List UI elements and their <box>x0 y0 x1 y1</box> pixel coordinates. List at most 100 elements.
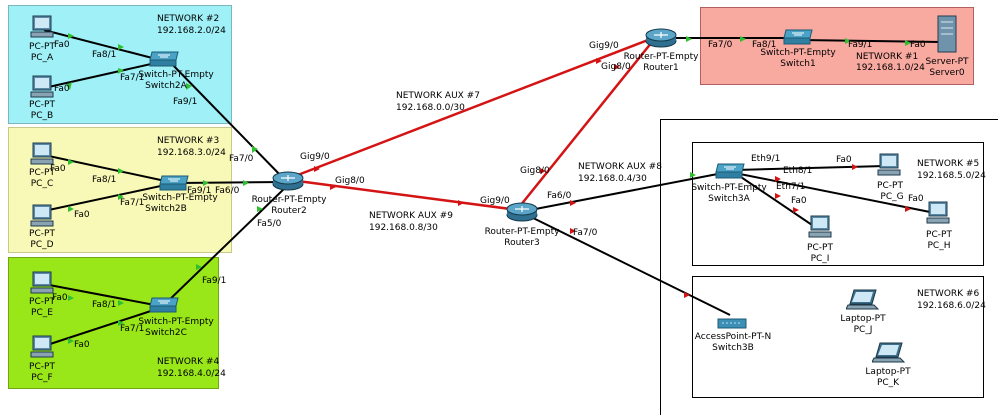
port-pc-g-fa0: Fa0 <box>836 155 852 165</box>
port-pc-e-fa0: Fa0 <box>52 293 68 303</box>
router-3-name: Router3 <box>504 238 540 248</box>
link-sw2c-r2 <box>163 185 288 306</box>
port-pc-f-fa0: Fa0 <box>74 340 90 350</box>
switch-2b-type: Switch-PT-Empty <box>142 193 218 203</box>
access-point-name: Switch3B <box>712 343 754 353</box>
network-3-subnet: 192.168.3.0/24 <box>157 148 226 158</box>
serial-r2-r1 <box>289 38 649 180</box>
network-1-label: NETWORK #1 <box>856 52 919 62</box>
network-6-label: NETWORK #6 <box>917 289 980 299</box>
port-sw2a-fa9-1: Fa9/1 <box>173 97 198 107</box>
pc-c-type: PC-PT <box>29 168 55 178</box>
pc-h-name: PC_H <box>927 241 951 251</box>
switch-2b-icon[interactable] <box>158 174 190 192</box>
port-r3-gig9-0: Gig9/0 <box>480 196 510 206</box>
pc-g-type: PC-PT <box>877 181 903 191</box>
pc-g-name: PC_G <box>880 192 904 202</box>
link-pc_a-sw2a <box>43 29 161 61</box>
port-pc-i-fa0: Fa0 <box>791 196 807 206</box>
aux-8-label: NETWORK AUX #8 <box>578 162 662 172</box>
switch-1-icon[interactable] <box>782 28 814 46</box>
switch-2c-icon[interactable] <box>148 296 180 314</box>
link-sw2a-r2 <box>167 59 286 181</box>
aux-9-subnet: 192.168.0.8/30 <box>369 223 438 233</box>
serial-r3-r1 <box>519 41 653 207</box>
network-1-area <box>700 7 974 85</box>
access-point-icon[interactable] <box>717 316 747 330</box>
server-icon[interactable] <box>935 14 959 54</box>
serial-r2-r3 <box>289 178 519 212</box>
port-pc-d-fa0: Fa0 <box>74 210 90 220</box>
port-sw1-fa9-1: Fa9/1 <box>848 40 873 50</box>
port-sw2c-fa8-1: Fa8/1 <box>92 300 117 310</box>
switch-2a-name: Switch2A <box>145 81 187 91</box>
router-2-icon[interactable] <box>271 170 305 192</box>
pc-a-icon[interactable] <box>30 14 56 40</box>
switch-1-name: Switch1 <box>780 59 816 69</box>
port-sw1-fa8-1: Fa8/1 <box>752 40 777 50</box>
port-sw2a-fa8-1: Fa8/1 <box>92 50 117 60</box>
laptop-k-icon[interactable] <box>872 341 906 365</box>
pc-d-icon[interactable] <box>30 203 56 229</box>
link-r3-ap <box>524 213 731 316</box>
pc-b-icon[interactable] <box>30 74 56 100</box>
link-pc_c-sw2b <box>43 154 171 183</box>
port-r2-fa7-0: Fa7/0 <box>229 154 254 164</box>
port-r3-gig8-0: Gig8/0 <box>520 166 550 176</box>
network-5-label: NETWORK #5 <box>917 159 980 169</box>
laptop-k-type: Laptop-PT <box>865 367 911 377</box>
port-r2-fa5-0: Fa5/0 <box>257 219 282 229</box>
port-sw2c-fa9-1: Fa9/1 <box>202 276 227 286</box>
pc-i-type: PC-PT <box>807 243 833 253</box>
pc-a-name: PC_A <box>30 53 54 63</box>
switch-3a-icon[interactable] <box>714 162 746 180</box>
pc-b-name: PC_B <box>30 111 54 121</box>
network-2-subnet: 192.168.2.0/24 <box>157 26 226 36</box>
switch-2a-icon[interactable] <box>148 50 180 68</box>
pc-d-name: PC_D <box>30 240 54 250</box>
laptop-j-name: PC_J <box>853 325 873 335</box>
pc-i-name: PC_I <box>810 254 830 264</box>
pc-c-icon[interactable] <box>30 141 56 167</box>
network-4-subnet: 192.168.4.0/24 <box>157 369 226 379</box>
port-r3-fa7-0: Fa7/0 <box>573 228 598 238</box>
port-r1-gig9-0: Gig9/0 <box>589 41 619 51</box>
pc-i-icon[interactable] <box>808 214 834 240</box>
switch-2c-type: Switch-PT-Empty <box>138 317 214 327</box>
laptop-j-type: Laptop-PT <box>840 314 886 324</box>
router-3-icon[interactable] <box>505 201 539 223</box>
port-server-fa0: Fa0 <box>910 40 926 50</box>
link-pc_e-sw2c <box>43 283 161 307</box>
server-name: Server0 <box>929 68 965 78</box>
port-r2-gig9-0: Gig9/0 <box>300 152 330 162</box>
pc-e-icon[interactable] <box>30 270 56 296</box>
aux-7-subnet: 192.168.0.0/30 <box>396 103 465 113</box>
switch-2a-type: Switch-PT-Empty <box>138 70 214 80</box>
port-pc-b-fa0: Fa0 <box>54 84 70 94</box>
pc-g-icon[interactable] <box>877 152 903 178</box>
server-type: Server-PT <box>925 57 969 67</box>
port-r3-fa6-0: Fa6/0 <box>547 191 572 201</box>
network-4-label: NETWORK #4 <box>157 357 220 367</box>
pc-h-type: PC-PT <box>926 230 952 240</box>
pc-e-name: PC_E <box>31 308 53 318</box>
port-sw2b-fa7-1: Fa7/1 <box>120 198 145 208</box>
aux-8-subnet: 192.168.0.4/30 <box>578 174 647 184</box>
port-r1-gig8-0: Gig8/0 <box>601 62 631 72</box>
network-3-label: NETWORK #3 <box>157 136 220 146</box>
link-pc_b-sw2a <box>43 61 161 89</box>
port-sw2b-fa8-1: Fa8/1 <box>92 175 117 185</box>
port-sw3a-eth9-1: Eth9/1 <box>751 154 781 164</box>
switch-2b-name: Switch2B <box>145 204 187 214</box>
router-1-icon[interactable] <box>644 27 678 49</box>
link-pc_f-sw2c <box>43 307 161 347</box>
pc-a-type: PC-PT <box>29 42 55 52</box>
link-sw3a-pch <box>734 172 936 214</box>
pc-f-icon[interactable] <box>30 334 56 360</box>
pc-h-icon[interactable] <box>926 200 952 226</box>
router-2-type: Router-PT-Empty <box>251 195 327 205</box>
laptop-j-icon[interactable] <box>846 288 880 312</box>
port-sw2b-fa9-1: Fa9/1 <box>187 186 212 196</box>
network-5-subnet: 192.168.5.0/24 <box>917 171 986 181</box>
